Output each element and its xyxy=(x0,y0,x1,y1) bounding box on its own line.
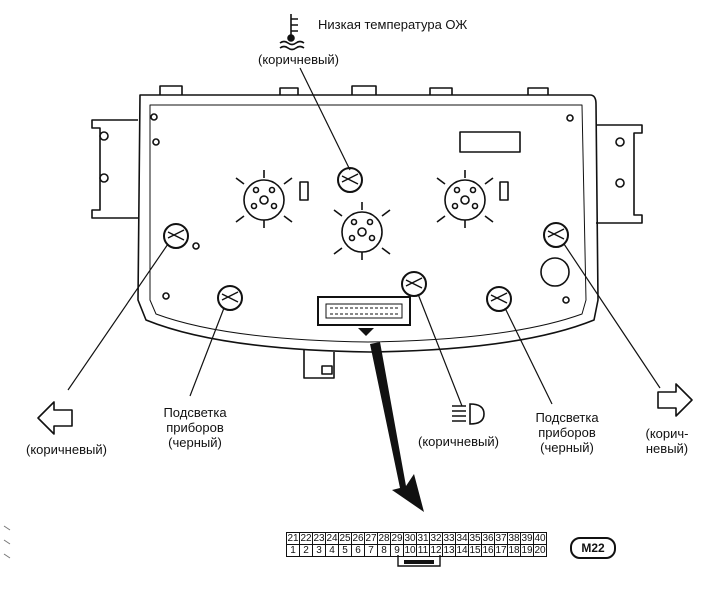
connector-pin: 34 xyxy=(455,532,469,545)
turn-signal-left-icon xyxy=(37,401,73,435)
cluster-housing xyxy=(137,94,599,353)
low-coolant-temp-label: Низкая температура ОЖ xyxy=(318,17,468,32)
connector-pin: 35 xyxy=(468,532,482,545)
leader-high-beam xyxy=(417,293,463,407)
label-window xyxy=(459,131,521,153)
bottom-lug xyxy=(303,350,335,379)
right-bracket-hole xyxy=(615,137,625,147)
connector-pin: 5 xyxy=(338,544,352,557)
connector-pointer xyxy=(370,342,424,512)
backlight-right-line-3: (черный) xyxy=(540,440,594,455)
connector-pin: 28 xyxy=(377,532,391,545)
connector-pin: 9 xyxy=(390,544,404,557)
connector-pin: 27 xyxy=(364,532,378,545)
connector-pin: 19 xyxy=(520,544,534,557)
headlight-icon xyxy=(452,403,485,425)
connector-pin: 25 xyxy=(338,532,352,545)
connector-pin: 40 xyxy=(533,532,547,545)
connector-pin: 30 xyxy=(403,532,417,545)
brown-right-label: (корич- невый) xyxy=(632,426,702,456)
connector-pin: 36 xyxy=(481,532,495,545)
connector-pin: 33 xyxy=(442,532,456,545)
backlight-left-line-1: Подсветка xyxy=(163,405,227,420)
connector-pin: 23 xyxy=(312,532,326,545)
connector-pin: 14 xyxy=(455,544,469,557)
brown-center-label: (коричневый) xyxy=(418,434,499,449)
backlight-left-label: Подсветка приборов (черный) xyxy=(150,405,240,450)
round-element xyxy=(540,257,570,287)
backlight-right-label: Подсветка приборов (черный) xyxy=(522,410,612,455)
connector-pin: 32 xyxy=(429,532,443,545)
leader-turn-right xyxy=(563,243,661,389)
connector-pin: 38 xyxy=(507,532,521,545)
brown-top-label: (коричневый) xyxy=(258,52,339,67)
connector-pin: 17 xyxy=(494,544,508,557)
connector-pin: 7 xyxy=(364,544,378,557)
bulb-sockets xyxy=(163,167,569,312)
leader-backlight-left xyxy=(189,307,225,397)
gauge-socket-right xyxy=(436,170,494,228)
connector-pin: 10 xyxy=(403,544,417,557)
backlight-left-line-2: приборов xyxy=(166,420,224,435)
left-bracket xyxy=(91,119,138,219)
gauge-socket-left xyxy=(235,170,293,228)
connector-pin: 21 xyxy=(286,532,300,545)
connector-pin: 22 xyxy=(299,532,313,545)
left-bracket-hole xyxy=(99,131,109,141)
connector-pin: 24 xyxy=(325,532,339,545)
backlight-right-line-1: Подсветка xyxy=(535,410,599,425)
right-bracket xyxy=(596,124,643,224)
connector-pin: 4 xyxy=(325,544,339,557)
connector-pin: 13 xyxy=(442,544,456,557)
leader-coolant xyxy=(299,67,351,171)
cluster-housing-inner xyxy=(149,104,587,343)
brown-right-line-1: (корич- xyxy=(645,426,689,441)
connector-pin: 8 xyxy=(377,544,391,557)
connector-pin: 2 xyxy=(299,544,313,557)
coolant-temperature-icon xyxy=(279,14,305,51)
connector-pin: 31 xyxy=(416,532,430,545)
turn-signal-right-icon xyxy=(657,383,693,417)
connector-pin: 15 xyxy=(468,544,482,557)
brown-left-label: (коричневый) xyxy=(26,442,107,457)
gauge-socket-center xyxy=(333,202,391,260)
connector-pin: 6 xyxy=(351,544,365,557)
backlight-left-line-3: (черный) xyxy=(168,435,222,450)
connector-pin: 37 xyxy=(494,532,508,545)
brown-right-line-2: невый) xyxy=(645,441,689,456)
connector-pin: 26 xyxy=(351,532,365,545)
connector-pin: 16 xyxy=(481,544,495,557)
cluster-connector xyxy=(317,296,411,326)
connector-pin: 29 xyxy=(390,532,404,545)
connector-pin: 18 xyxy=(507,544,521,557)
connector-pin: 12 xyxy=(429,544,443,557)
connector-pin: 11 xyxy=(416,544,430,557)
connector-code-badge: M22 xyxy=(570,537,616,559)
leader-backlight-right xyxy=(504,307,553,405)
connector-pin: 39 xyxy=(520,532,534,545)
connector-pin: 20 xyxy=(533,544,547,557)
backlight-right-line-2: приборов xyxy=(538,425,596,440)
connector-pin: 3 xyxy=(312,544,326,557)
connector-pin: 1 xyxy=(286,544,300,557)
leader-turn-left xyxy=(67,243,169,391)
